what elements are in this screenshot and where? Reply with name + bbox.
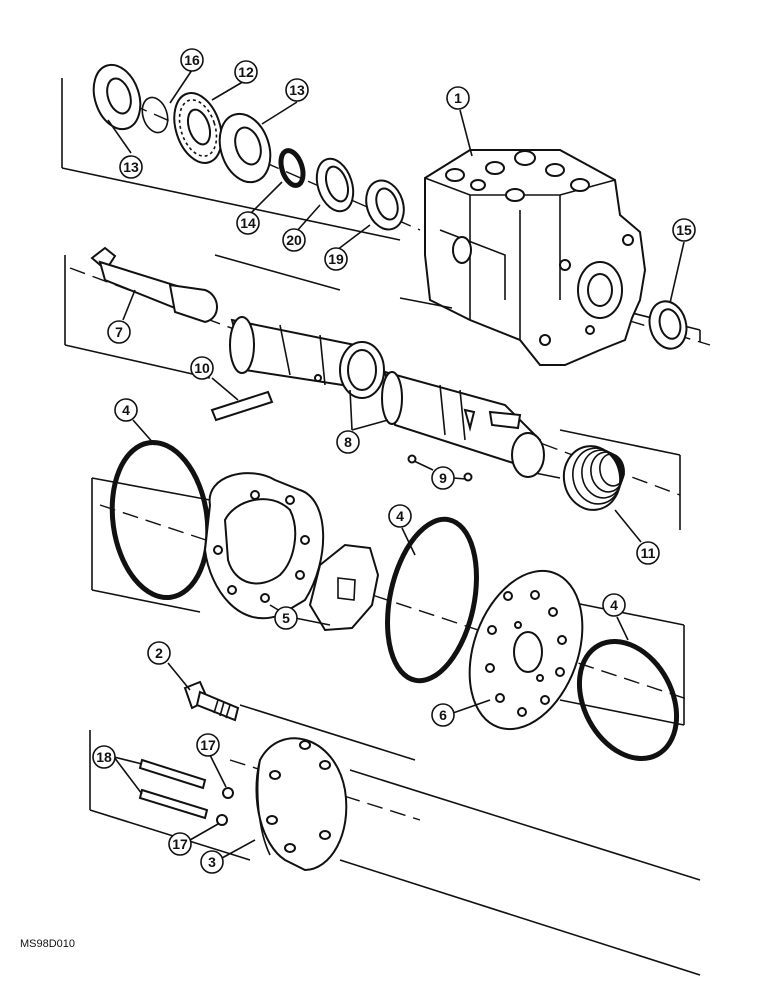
sleeve-8 (229, 316, 385, 399)
callout-13-right: 13 (285, 78, 309, 102)
centering-springs-11 (562, 445, 625, 511)
svg-text:6: 6 (439, 707, 447, 723)
svg-text:13: 13 (123, 159, 139, 175)
callout-16: 16 (180, 48, 204, 72)
callout-2: 2 (147, 641, 171, 665)
callout-18: 18 (92, 745, 116, 769)
svg-text:3: 3 (208, 854, 216, 870)
callout-8: 8 (336, 430, 360, 454)
svg-text:5: 5 (282, 610, 290, 626)
svg-text:2: 2 (155, 645, 163, 661)
svg-text:18: 18 (96, 749, 112, 765)
svg-text:12: 12 (238, 64, 254, 80)
leader-lines (107, 69, 685, 859)
svg-text:10: 10 (194, 360, 210, 376)
callout-9: 9 (431, 466, 455, 490)
callout-3: 3 (200, 850, 224, 874)
needle-bearing-12 (173, 92, 223, 164)
callout-14: 14 (236, 211, 260, 235)
oring-4-left (109, 439, 211, 601)
callout-17-lower: 17 (168, 832, 192, 856)
callout-11: 11 (636, 541, 660, 565)
callout-12: 12 (234, 60, 258, 84)
callout-15: 15 (672, 218, 696, 242)
callout-13-left: 13 (119, 155, 143, 179)
spool-8 (381, 370, 545, 478)
panel-endcap-outline (89, 704, 701, 976)
callout-10: 10 (190, 356, 214, 380)
drive-shaft-7 (90, 246, 218, 324)
oring-14 (278, 148, 306, 188)
callout-17-upper: 17 (196, 733, 220, 757)
svg-text:19: 19 (328, 251, 344, 267)
panel-middle-outline (64, 254, 681, 530)
callout-4-middle: 4 (388, 504, 412, 528)
callout-7: 7 (107, 320, 131, 344)
callout-4-right: 4 (602, 593, 626, 617)
callout-4-left: 4 (114, 398, 138, 422)
plate-6 (468, 569, 584, 731)
end-cap-3 (255, 737, 348, 872)
gerotor-axis-line (99, 504, 691, 701)
gerotor-ring-5 (203, 472, 325, 620)
washer-13-left (92, 63, 142, 131)
callout-20: 20 (282, 228, 306, 252)
callout-19: 19 (324, 247, 348, 271)
valve-housing-1 (424, 149, 647, 366)
snap-ring-16 (141, 96, 169, 134)
svg-text:4: 4 (610, 597, 618, 613)
bolt-2 (183, 680, 240, 722)
oring-4-middle (385, 516, 479, 684)
svg-text:1: 1 (454, 90, 462, 106)
svg-text:13: 13 (289, 82, 305, 98)
svg-text:16: 16 (184, 52, 200, 68)
svg-text:20: 20 (286, 232, 302, 248)
svg-text:14: 14 (240, 215, 256, 231)
washer-13-right (218, 112, 272, 184)
callout-5: 5 (274, 606, 298, 630)
svg-text:17: 17 (200, 737, 216, 753)
star-rotor-5 (308, 543, 380, 632)
svg-text:11: 11 (641, 545, 656, 561)
seal-19 (365, 179, 405, 231)
figure-code: MS98D010 (20, 938, 76, 950)
svg-text:4: 4 (122, 402, 130, 418)
seal-15 (648, 300, 688, 350)
svg-text:17: 17 (172, 836, 188, 852)
pin-10 (210, 390, 274, 422)
ball-17-upper (222, 787, 234, 799)
oring-4-right (576, 638, 680, 762)
svg-text:9: 9 (439, 470, 447, 486)
svg-text:7: 7 (115, 324, 123, 340)
svg-text:15: 15 (676, 222, 692, 238)
ball-17-lower (216, 814, 228, 826)
pins-18 (138, 758, 209, 820)
callout-1: 1 (446, 86, 470, 110)
svg-text:8: 8 (344, 434, 352, 450)
svg-text:4: 4 (396, 508, 404, 524)
seal-20 (315, 157, 355, 213)
ball-9-left (407, 454, 417, 464)
callout-6: 6 (431, 703, 455, 727)
ball-9-right (463, 472, 473, 482)
